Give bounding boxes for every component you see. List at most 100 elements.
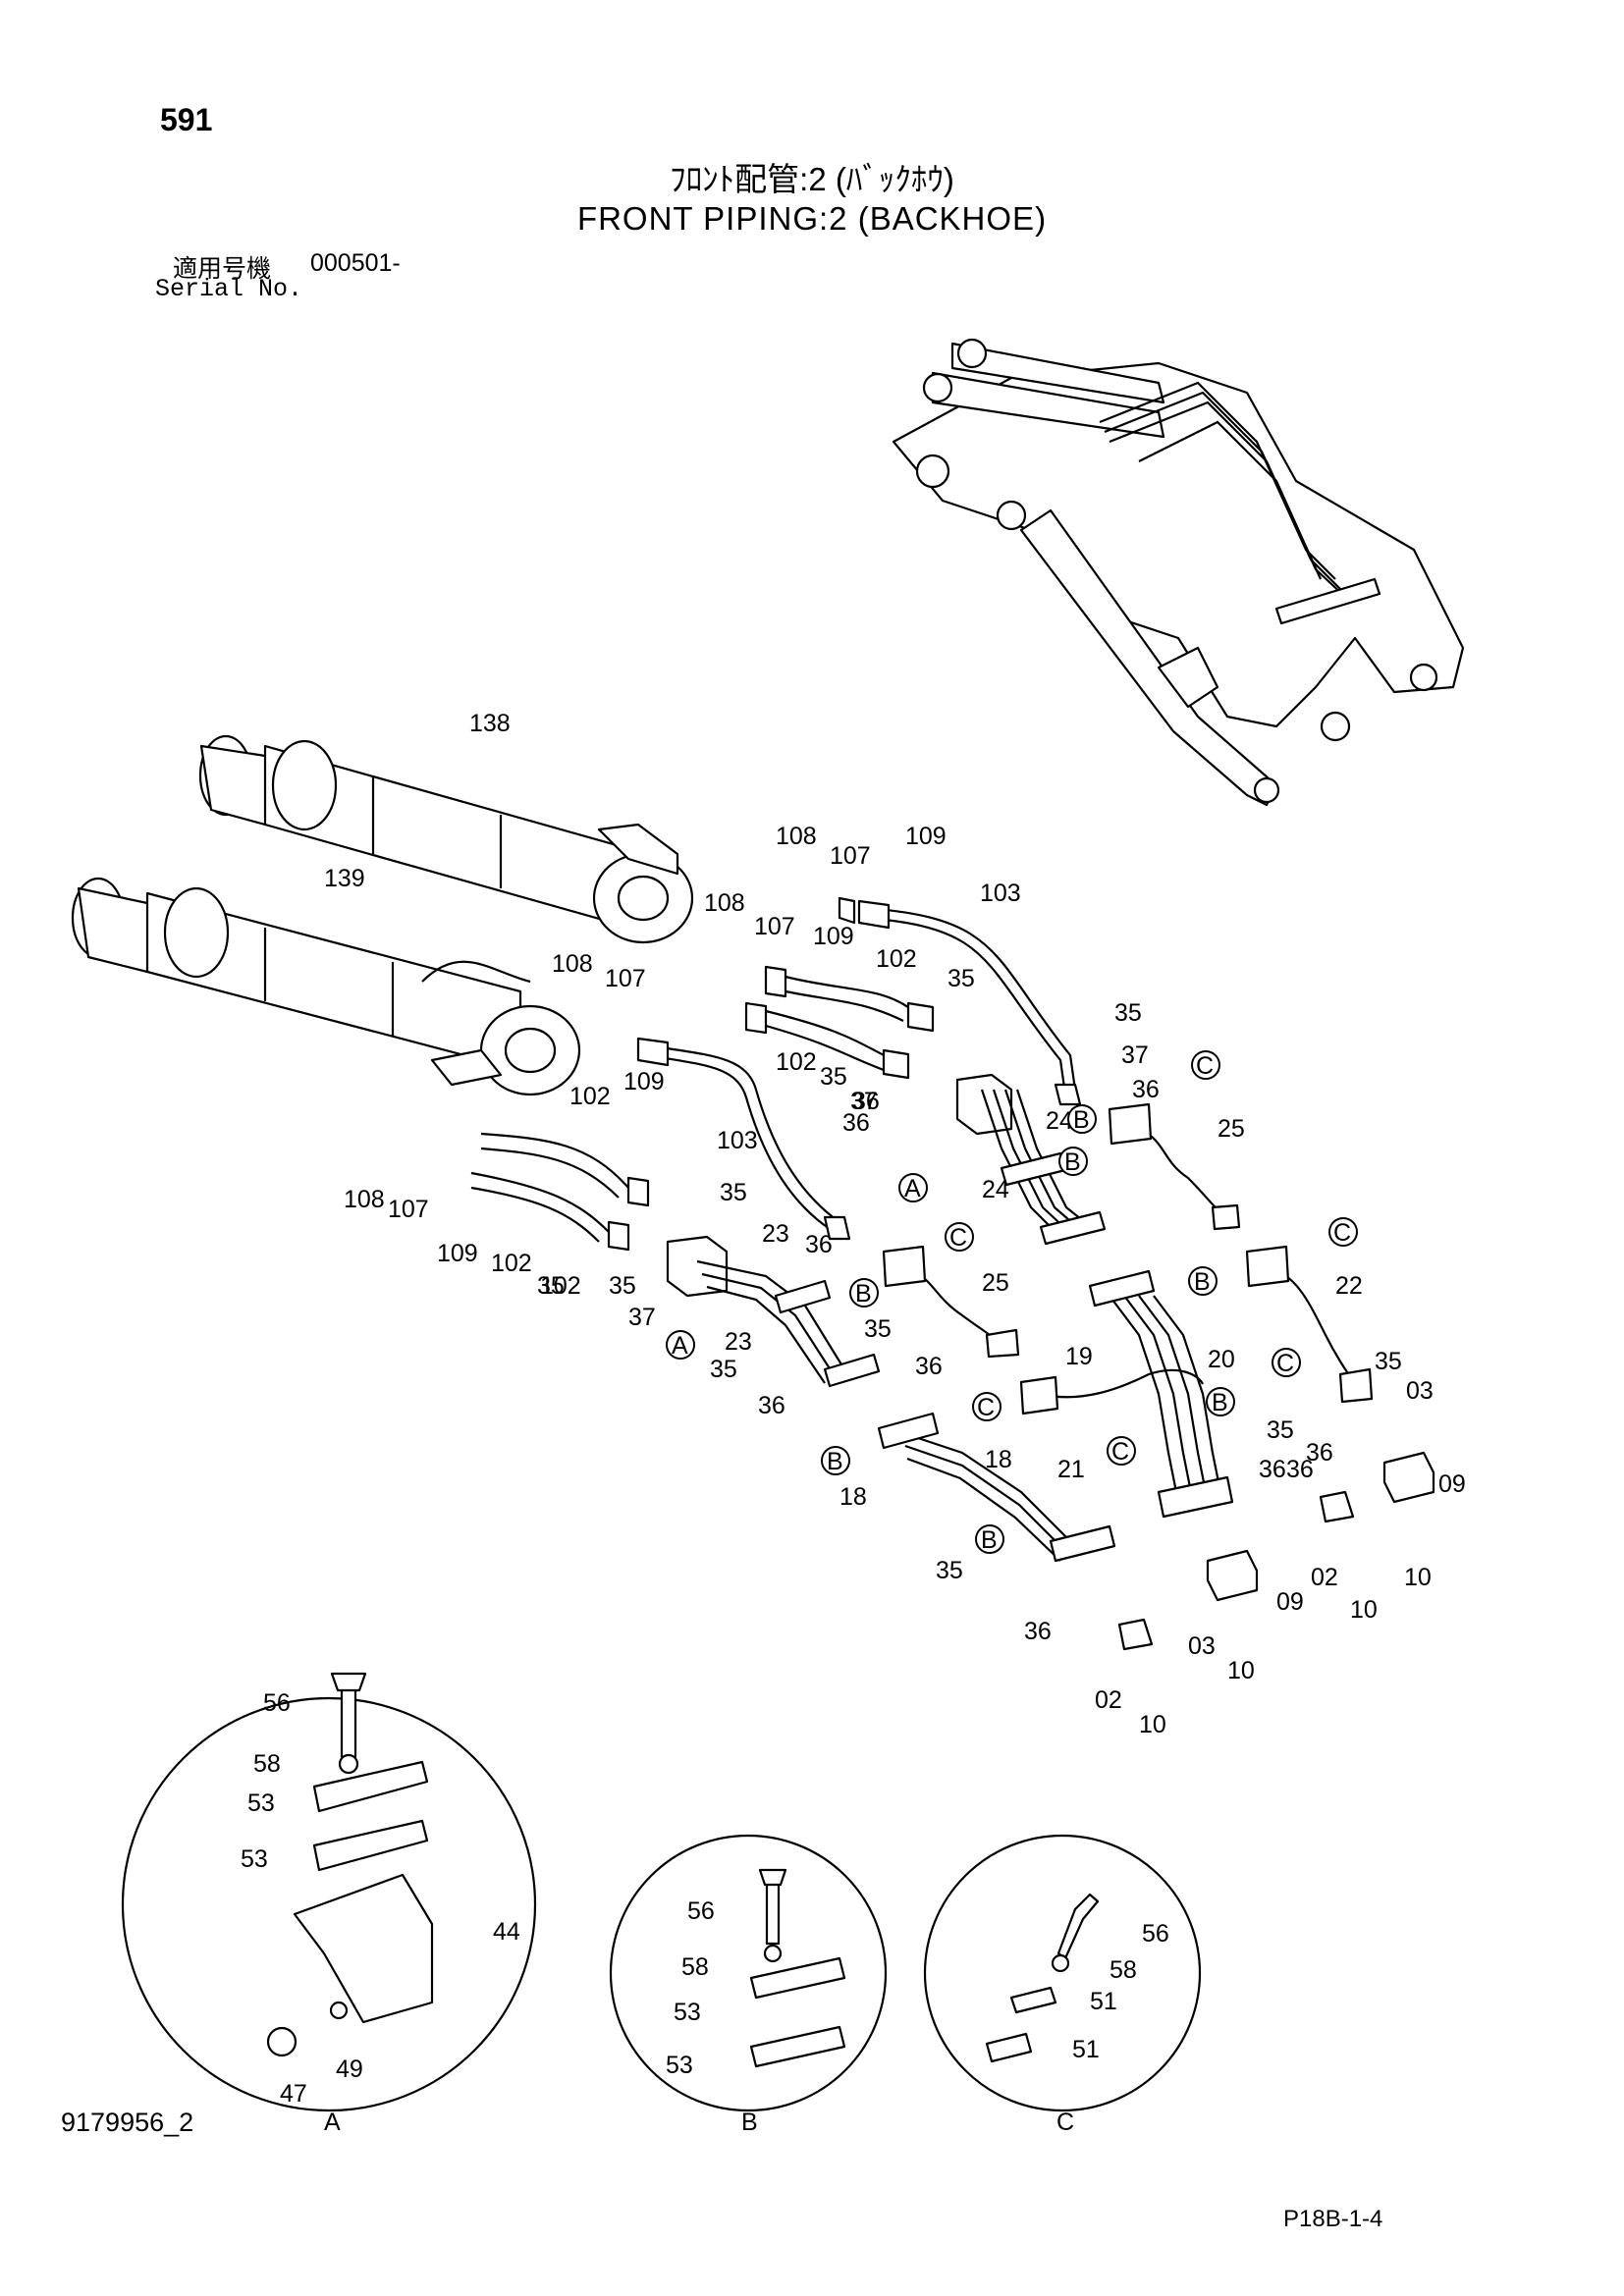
callout-label: 19 [1065, 1343, 1093, 1370]
serial-label: Serial No. [155, 275, 303, 303]
callout-label: 24 [982, 1176, 1009, 1203]
callout-label: 139 [324, 865, 365, 892]
hose-103-upper [838, 896, 1082, 1106]
callout-label: 36 [842, 1109, 870, 1137]
callout-label: 09 [1438, 1470, 1466, 1498]
marker-label: A [904, 1175, 921, 1202]
callout-label: 35 [609, 1272, 636, 1300]
callout-label: 35 [936, 1557, 963, 1584]
detail-view-c: 56 58 51 51 C [923, 1834, 1202, 2136]
detail-a-part-label: 44 [493, 1918, 520, 1946]
callout-label: 18 [985, 1446, 1012, 1473]
callout-label: 108 [704, 889, 745, 917]
callout-label: 107 [388, 1196, 429, 1223]
marker-label: C [1333, 1219, 1351, 1247]
clamp-blocks [1117, 1451, 1435, 1651]
callout-label: 37 [850, 1088, 878, 1115]
page-title: FRONT PIPING:2 (BACKHOE) [576, 200, 1048, 237]
callout-label: 108 [776, 823, 817, 850]
hose-102-upper [744, 965, 935, 1080]
marker-label: C [1276, 1350, 1294, 1377]
detail-c-part-label: 58 [1110, 1956, 1137, 1984]
callout-label: 25 [982, 1269, 1009, 1297]
detail-view-b: 56 58 53 53 B [609, 1834, 888, 2136]
callout-label: 21 [1057, 1456, 1085, 1483]
callout-label: 109 [437, 1240, 478, 1267]
callout-label: 109 [623, 1068, 665, 1095]
pipe-bundle-18 [877, 1412, 1116, 1563]
overview-boom-illustration [892, 338, 1465, 807]
marker-label: C [977, 1394, 995, 1421]
pipe-21 [1019, 1368, 1204, 1415]
detail-b-part-label: 56 [687, 1897, 715, 1925]
callout-label: 102 [569, 1083, 611, 1110]
detail-view-label: A [324, 2109, 341, 2136]
callout-label: 37 [628, 1304, 656, 1331]
serial-label-japanese: 適用号機 [173, 255, 272, 283]
callout-label: 103 [980, 880, 1021, 907]
callout-label: 03 [1406, 1377, 1434, 1405]
callout-label: 107 [605, 965, 646, 992]
pipe-bundle-19-20 [1088, 1269, 1234, 1519]
callout-label: 35 [710, 1356, 737, 1383]
callout-label: 03 [1188, 1632, 1216, 1660]
callout-label: 18 [839, 1483, 867, 1511]
callout-label: 36 [1024, 1618, 1052, 1645]
callout-label: 02 [1311, 1564, 1338, 1591]
marker-label: B [855, 1280, 872, 1308]
callout-label: 35 [1267, 1416, 1294, 1444]
detail-b-part-label: 53 [674, 1999, 701, 2026]
marker-label: A [672, 1332, 688, 1360]
serial-number-value: 000501- [310, 249, 401, 277]
callout-label: 102 [776, 1048, 817, 1076]
callout-label: 36 [1132, 1076, 1160, 1103]
boom-cylinder-139 [71, 877, 581, 1096]
callout-label: 35 [1114, 999, 1142, 1027]
callout-label: 22 [1335, 1272, 1363, 1300]
callout-label: 37 [1121, 1041, 1149, 1069]
marker-label: B [1194, 1268, 1211, 1296]
callout-label: 107 [830, 842, 871, 870]
callout-label: 10 [1350, 1596, 1378, 1624]
callout-label: 10 [1227, 1657, 1255, 1684]
marker-label: C [1111, 1438, 1129, 1466]
callout-label: 35 [864, 1315, 892, 1343]
callout-label: 09 [1276, 1588, 1304, 1616]
detail-a-part-label: 58 [253, 1750, 281, 1778]
callout-label: 20 [1208, 1346, 1235, 1373]
page-code: P18B-1-4 [1283, 2206, 1383, 2232]
callout-labels: 138 139 108 107 109 103 108 107 109 102 … [324, 710, 1466, 1738]
marker-label: B [1064, 1148, 1081, 1176]
detail-c-part-label: 56 [1142, 1920, 1169, 1948]
section-markers: A B C C B C B C B A C B C B [666, 1050, 1358, 1554]
callout-label: 36 [805, 1231, 833, 1258]
detail-view-a: 56 58 53 53 44 47 49 A [121, 1672, 537, 2136]
callout-label: 36 [1306, 1439, 1333, 1467]
callout-label: 10 [1139, 1711, 1166, 1738]
detail-view-label: B [741, 2109, 758, 2136]
boom-cylinder-138 [198, 734, 694, 944]
hose-102-lower [470, 1132, 650, 1252]
pipe-25-upper [1108, 1102, 1241, 1231]
detail-b-part-label: 58 [681, 1953, 709, 1981]
callout-label: 36 [852, 1088, 880, 1115]
callout-label: 36 [758, 1392, 785, 1419]
callout-label: 35 [1375, 1348, 1402, 1375]
callout-label: 36 [1259, 1456, 1286, 1483]
detail-a-part-label: 53 [241, 1845, 268, 1873]
detail-view-label: C [1056, 2109, 1074, 2136]
detail-a-part-label: 53 [247, 1789, 275, 1817]
pipe-bundle-23 [666, 1235, 881, 1388]
callout-label: 109 [905, 823, 947, 850]
callout-label: 103 [717, 1127, 758, 1154]
callout-label: 102 [876, 945, 917, 973]
callout-label: 108 [552, 950, 593, 978]
marker-label: C [1196, 1052, 1214, 1080]
callout-label: 35 [820, 1063, 847, 1091]
drawing-number: 9179956_2 [61, 2108, 194, 2137]
callout-label: 107 [754, 913, 795, 940]
callout-label: 102 [491, 1250, 532, 1277]
marker-label: B [827, 1448, 843, 1475]
callout-label: 23 [725, 1328, 752, 1356]
